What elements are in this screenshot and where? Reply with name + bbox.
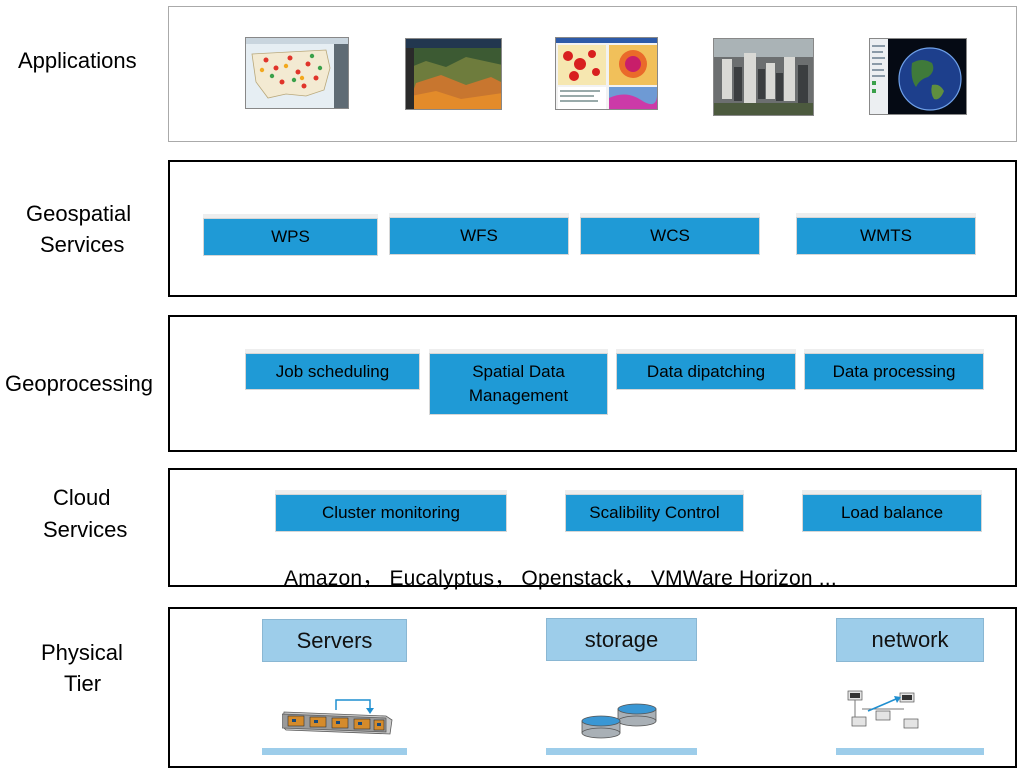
module-cluster-monitoring: Cluster monitoring: [275, 494, 507, 532]
app-thumbnail-terrain: [405, 38, 502, 110]
module-load-balance: Load balance: [802, 494, 982, 532]
module-spatial-data-management: Spatial Data Management: [429, 353, 608, 415]
app-thumbnail-globe: [869, 38, 967, 115]
service-wmts: WMTS: [796, 217, 976, 255]
module-data-processing: Data processing: [804, 353, 984, 390]
service-wps: WPS: [203, 218, 378, 256]
network-baseline: [836, 748, 984, 755]
app-thumbnail-city: [713, 38, 814, 116]
module-spatial-data-line1: Spatial Data: [472, 362, 565, 381]
service-wcs: WCS: [580, 217, 760, 255]
storage-icon: [580, 703, 660, 743]
label-physical-line1: Physical: [41, 640, 123, 665]
network-icon: [846, 689, 922, 735]
resource-storage: storage: [546, 618, 697, 661]
service-wfs: WFS: [389, 217, 569, 255]
label-geospatial-line2: Services: [40, 232, 125, 257]
servers-baseline: [262, 748, 407, 755]
label-geoprocessing: Geoprocessing: [5, 371, 153, 396]
cloud-vendors-text: Amazon， Eucalyptus， Openstack， VMWare Ho…: [284, 567, 837, 590]
label-cloud-line2: Services: [43, 517, 128, 542]
label-cloud-line1: Cloud: [53, 485, 111, 510]
module-job-scheduling: Job scheduling: [245, 353, 420, 390]
label-geospatial-line1: Geospatial: [26, 201, 132, 226]
label-applications: Applications: [18, 48, 137, 73]
resource-network: network: [836, 618, 984, 662]
module-scalability-control: Scalibility Control: [565, 494, 744, 532]
app-thumbnail-heatmaps: [555, 37, 658, 110]
resource-servers: Servers: [262, 619, 407, 662]
app-thumbnail-us-map: [245, 37, 349, 109]
storage-baseline: [546, 748, 697, 755]
label-physical-line2: Tier: [64, 671, 102, 696]
servers-icon: [281, 696, 394, 738]
module-spatial-data-line2: Management: [468, 386, 569, 405]
module-data-dispatching: Data dipatching: [616, 353, 796, 390]
